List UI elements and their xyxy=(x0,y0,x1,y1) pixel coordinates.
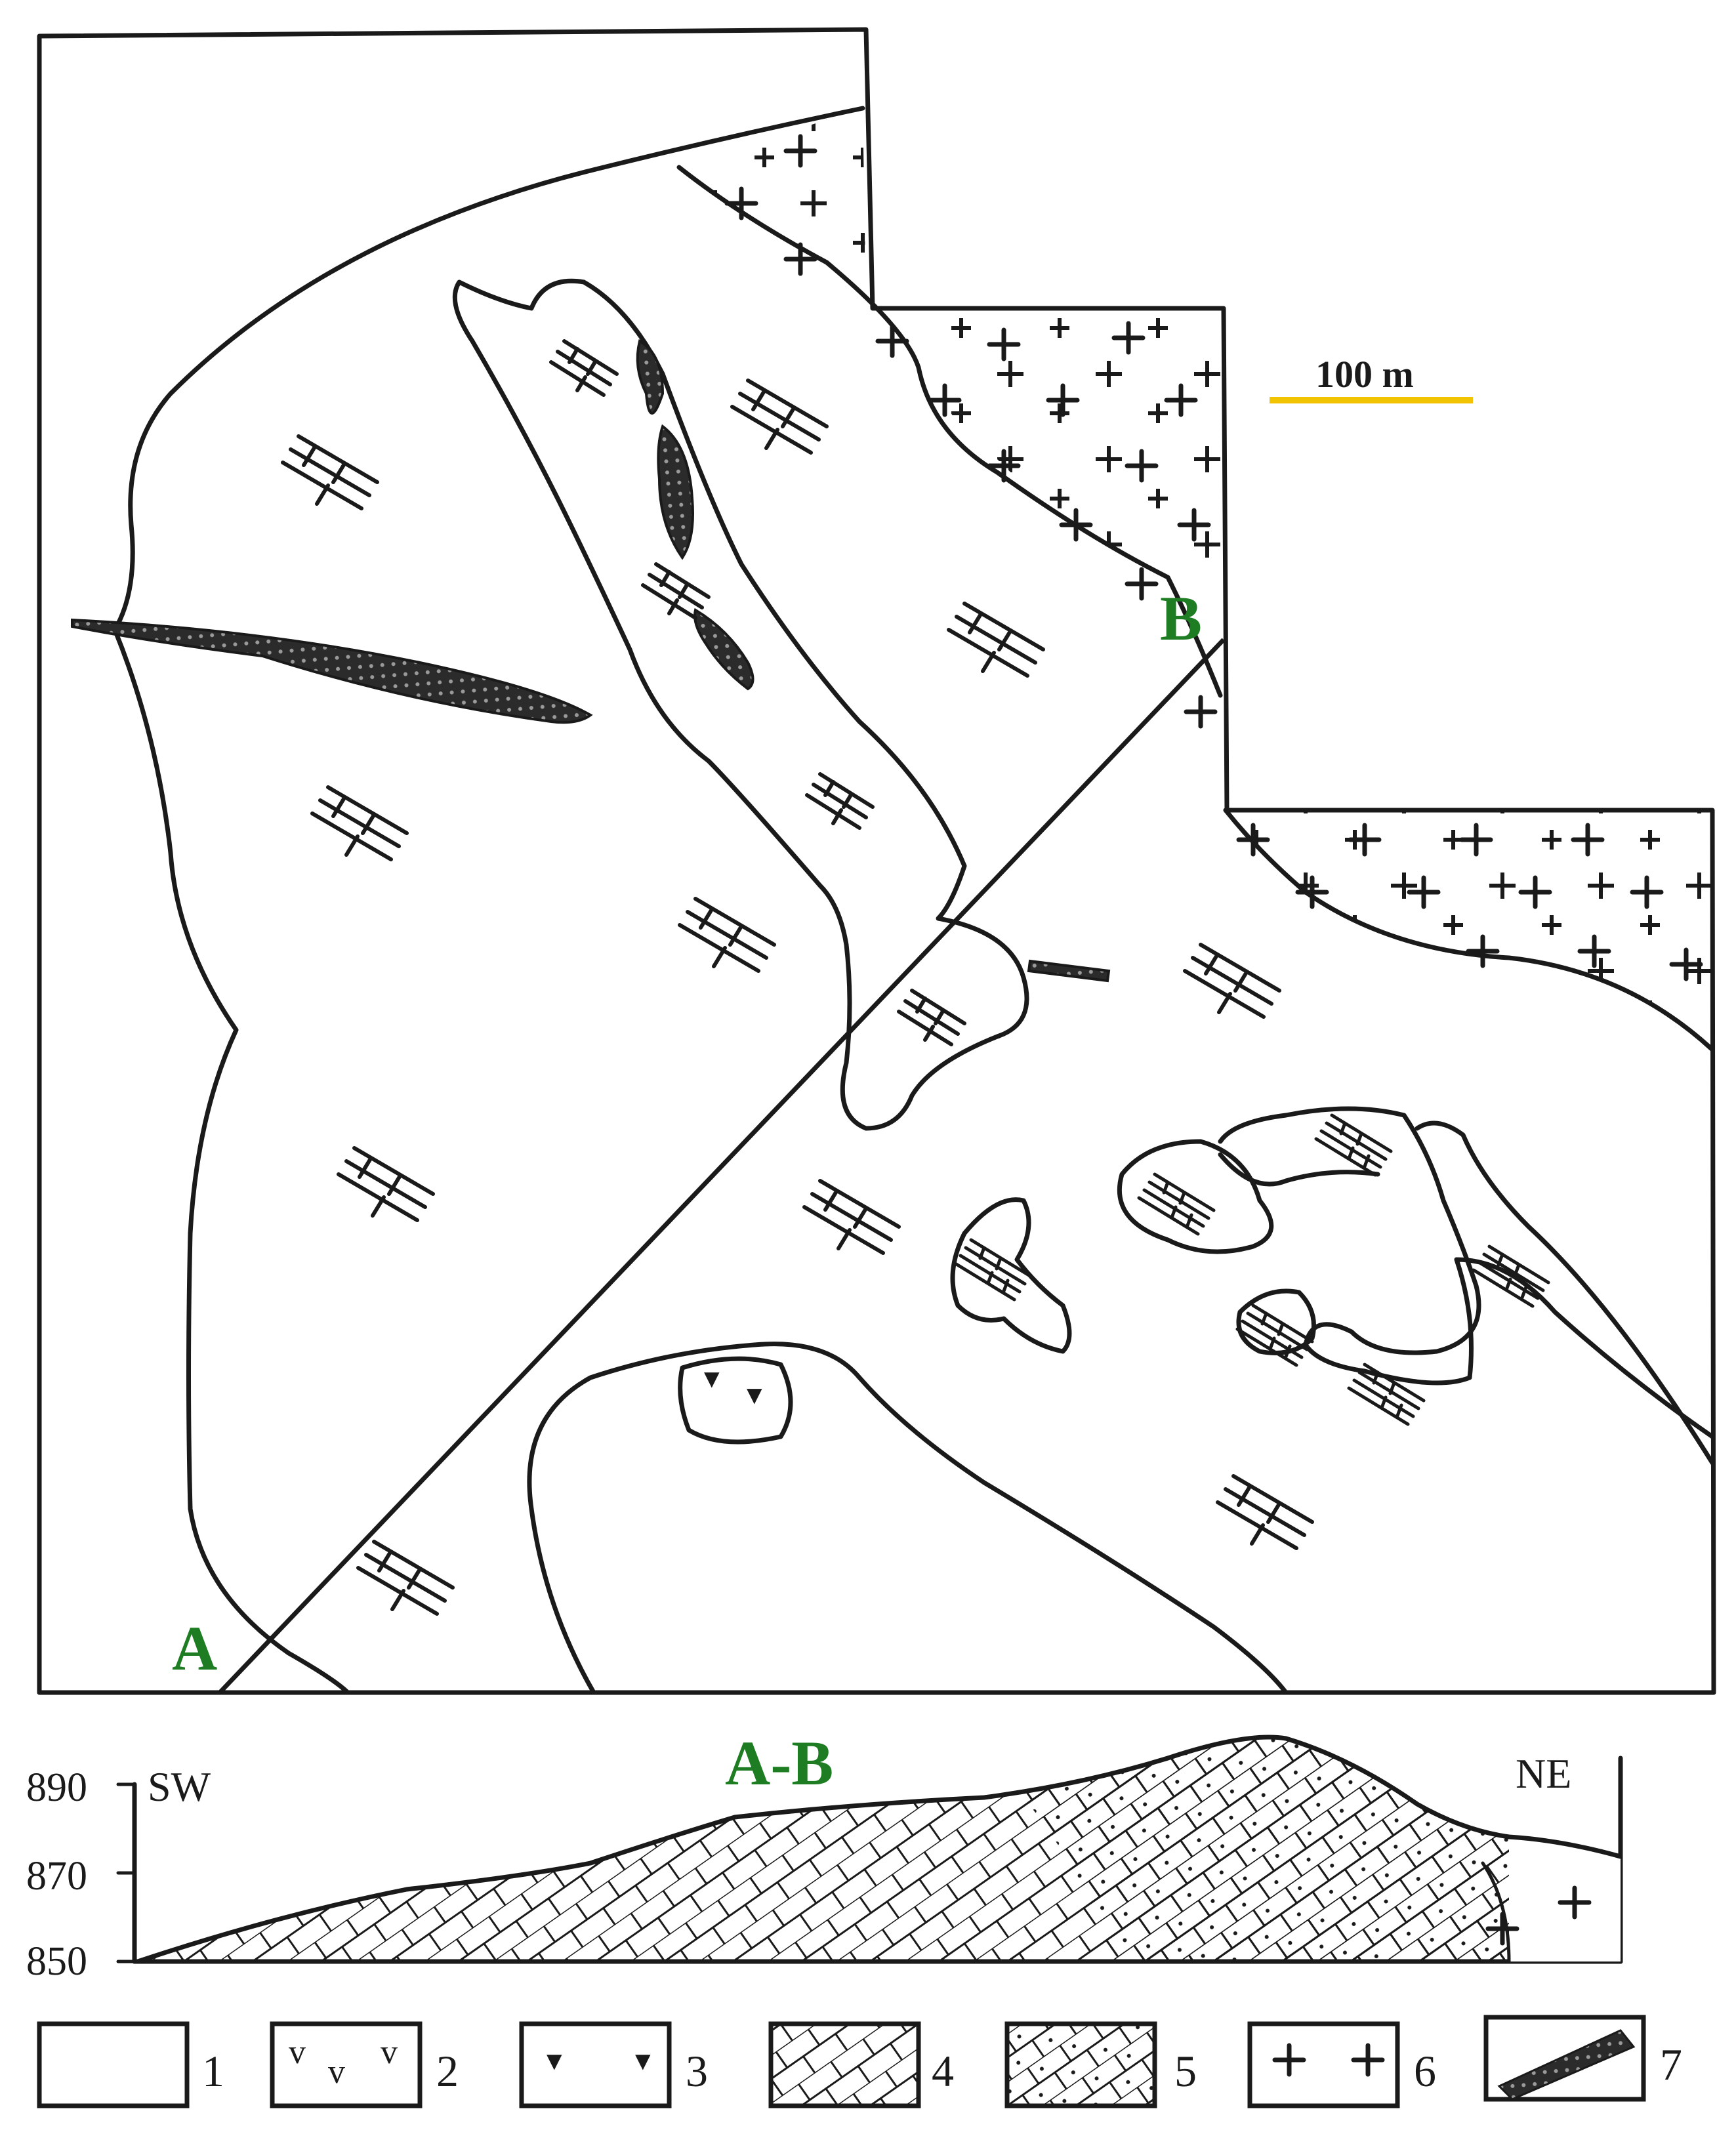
granite-zone-north xyxy=(679,108,1226,630)
legend-number-3: 3 xyxy=(686,2046,708,2096)
elevation-tick-890: 890 xyxy=(26,1765,87,1810)
cross-section: A-B SW NE 890 870 850 xyxy=(26,1728,1623,1984)
direction-left: SW xyxy=(148,1763,211,1810)
svg-text:▼: ▼ xyxy=(630,2046,656,2076)
legend-number-5: 5 xyxy=(1174,2046,1197,2096)
svg-text:v: v xyxy=(381,2034,398,2071)
legend-number-6: 6 xyxy=(1414,2046,1436,2096)
ore-band-west xyxy=(71,618,593,724)
section-start-label: A xyxy=(172,1613,217,1683)
legend-item-2: v v v 2 xyxy=(270,2021,459,2108)
legend-number-7: 7 xyxy=(1660,2040,1682,2089)
legend-item-7: 7 xyxy=(1483,2015,1682,2102)
section-title: A-B xyxy=(725,1728,833,1798)
legend-item-3: ▼ ▼ 3 xyxy=(519,2021,708,2108)
ore-band-3 xyxy=(693,607,754,691)
profile-granite xyxy=(1509,1837,1621,1961)
granite-zone-east xyxy=(1226,810,1712,1050)
ore-band-2 xyxy=(657,424,694,560)
svg-text:v: v xyxy=(328,2053,345,2091)
profile-dolomite xyxy=(1023,1737,1509,1961)
legend-number-4: 4 xyxy=(932,2046,954,2096)
ore-band-4 xyxy=(1027,959,1111,983)
svg-text:▼: ▼ xyxy=(741,1380,768,1410)
legend-item-1: 1 xyxy=(37,2021,224,2108)
svg-text:▼: ▼ xyxy=(699,1364,725,1393)
section-end-label: B xyxy=(1160,583,1202,653)
section-line xyxy=(218,638,1226,1694)
legend-number-2: 2 xyxy=(436,2046,459,2096)
legend-item-6: 6 xyxy=(1247,2021,1436,2108)
ore-band-1 xyxy=(636,339,665,415)
elevation-tick-870: 870 xyxy=(26,1854,87,1899)
scale-bar-label: 100 m xyxy=(1315,353,1414,396)
svg-text:▼: ▼ xyxy=(541,2046,568,2076)
svg-text:v: v xyxy=(289,2034,306,2071)
geologic-map: ▼ ▼ xyxy=(37,27,1716,1695)
scale-bar: 100 m xyxy=(1270,353,1473,403)
legend-number-1: 1 xyxy=(202,2046,224,2096)
legend-item-4: 4 xyxy=(768,2021,954,2108)
legend: 1 v v v 2 ▼ ▼ 3 4 5 6 xyxy=(37,2015,1682,2108)
elevation-tick-850: 850 xyxy=(26,1939,87,1984)
direction-right: NE xyxy=(1516,1750,1571,1797)
legend-item-5: 5 xyxy=(1004,2021,1197,2108)
